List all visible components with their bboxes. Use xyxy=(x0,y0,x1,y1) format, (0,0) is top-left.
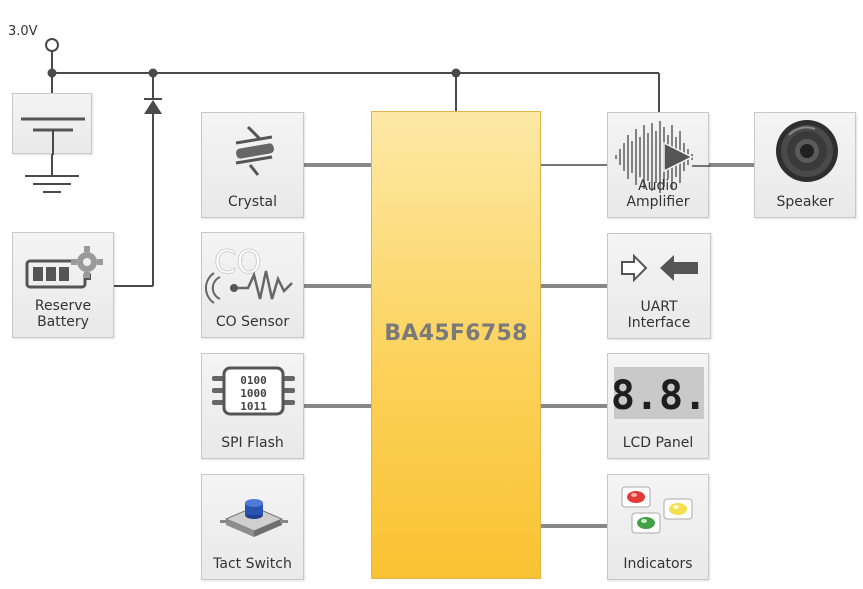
red-led-icon xyxy=(621,486,651,508)
tact-switch-block: Tact Switch xyxy=(201,474,304,580)
green-led-icon xyxy=(631,512,661,534)
co-sensor-block: CO CO Sensor xyxy=(201,232,304,338)
battery-symbol-icon xyxy=(21,117,85,155)
spi-flash-label: SPI Flash xyxy=(221,435,284,451)
flash-bits-row-1: 0100 xyxy=(240,374,267,387)
supply-battery-block xyxy=(12,93,92,155)
reserve-battery-icon xyxy=(25,246,103,289)
mcu-block: BA45F6758 xyxy=(371,111,541,579)
co-sensor-label: CO Sensor xyxy=(215,314,290,330)
crystal-block: Crystal xyxy=(201,112,304,218)
flash-bits-row-3: 1011 xyxy=(240,400,267,413)
lcd-panel-label: LCD Panel xyxy=(622,435,694,451)
uart-interface-block: UART Interface xyxy=(607,233,711,339)
indicators-label: Indicators xyxy=(623,556,693,572)
audio-waveform-icon xyxy=(615,121,710,193)
audio-amplifier-label: Audio Amplifier xyxy=(626,178,690,210)
crystal-icon xyxy=(235,125,274,176)
speaker-icon xyxy=(776,120,838,182)
tact-switch-label: Tact Switch xyxy=(213,556,292,572)
speaker-label: Speaker xyxy=(776,194,834,210)
speaker-block: Speaker xyxy=(754,112,856,218)
reserve-battery-block: Reserve Battery xyxy=(12,232,114,338)
mcu-label: BA45F6758 xyxy=(384,321,528,346)
spi-flash-icon: 0100 1000 1011 xyxy=(212,366,295,416)
reserve-battery-label: Reserve Battery xyxy=(34,298,92,330)
uart-interface-label: UART Interface xyxy=(627,299,691,331)
crystal-label: Crystal xyxy=(227,194,278,210)
supply-voltage-label: 3.0V xyxy=(8,24,38,39)
lcd-digits: 8.8. xyxy=(611,373,707,419)
yellow-led-icon xyxy=(663,498,693,520)
co-sensor-icon: CO xyxy=(205,243,293,304)
audio-amplifier-block: Audio Amplifier xyxy=(607,112,710,218)
lcd-display-icon: 8.8. xyxy=(611,367,707,419)
uart-arrows-icon xyxy=(621,253,698,283)
spi-flash-block: 0100 1000 1011 SPI Flash xyxy=(201,353,304,459)
flash-bits-row-2: 1000 xyxy=(240,387,267,400)
indicators-block: Indicators xyxy=(607,474,709,580)
tact-switch-icon xyxy=(220,499,288,537)
indicator-leds-icon xyxy=(621,486,693,534)
lcd-panel-block: 8.8. LCD Panel xyxy=(607,353,709,459)
